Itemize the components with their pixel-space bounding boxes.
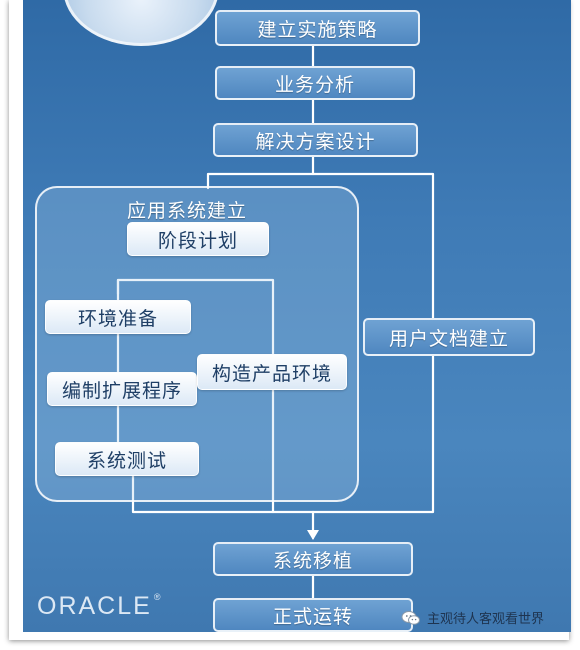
- arrowhead-merge: [307, 530, 319, 540]
- app-system-build-label: 应用系统建立: [127, 200, 248, 222]
- step-user-docs[interactable]: 用户文档建立: [363, 318, 535, 356]
- oracle-logo-text: ORACLE: [37, 592, 152, 620]
- connector-lines: [116, 43, 435, 600]
- oracle-logo: ORACLE®: [37, 592, 162, 621]
- step-business-analysis[interactable]: 业务分析: [215, 66, 415, 100]
- step-go-live[interactable]: 正式运转: [213, 598, 413, 632]
- watermark-text: 主观待人客观看世界: [427, 612, 545, 627]
- slide: 应用系统建立 建立实施策略 业务分析 解决方案设计 阶段计划 环境准备 编制扩展…: [23, 0, 571, 632]
- step-strategy[interactable]: 建立实施策略: [215, 10, 420, 46]
- oracle-logo-mark: ®: [153, 592, 163, 602]
- connector-solution-userdocs: [311, 172, 435, 320]
- connector-solution-group: [206, 155, 315, 190]
- step-build-extension[interactable]: 编制扩展程序: [47, 372, 197, 406]
- screenshot-frame: 应用系统建立 建立实施策略 业务分析 解决方案设计 阶段计划 环境准备 编制扩展…: [9, 0, 571, 640]
- step-system-test[interactable]: 系统测试: [55, 442, 199, 476]
- wechat-icon: [401, 610, 420, 625]
- wechat-watermark: 主观待人客观看世界: [401, 608, 544, 627]
- step-system-migration[interactable]: 系统移植: [213, 542, 413, 576]
- step-phase-plan[interactable]: 阶段计划: [127, 222, 269, 256]
- connector-test-merge: [131, 474, 315, 514]
- step-build-prod-env[interactable]: 构造产品环境: [197, 354, 347, 390]
- connector-userdocs-merge: [311, 354, 435, 514]
- step-env-prep[interactable]: 环境准备: [45, 300, 191, 334]
- step-solution-design[interactable]: 解决方案设计: [213, 123, 418, 157]
